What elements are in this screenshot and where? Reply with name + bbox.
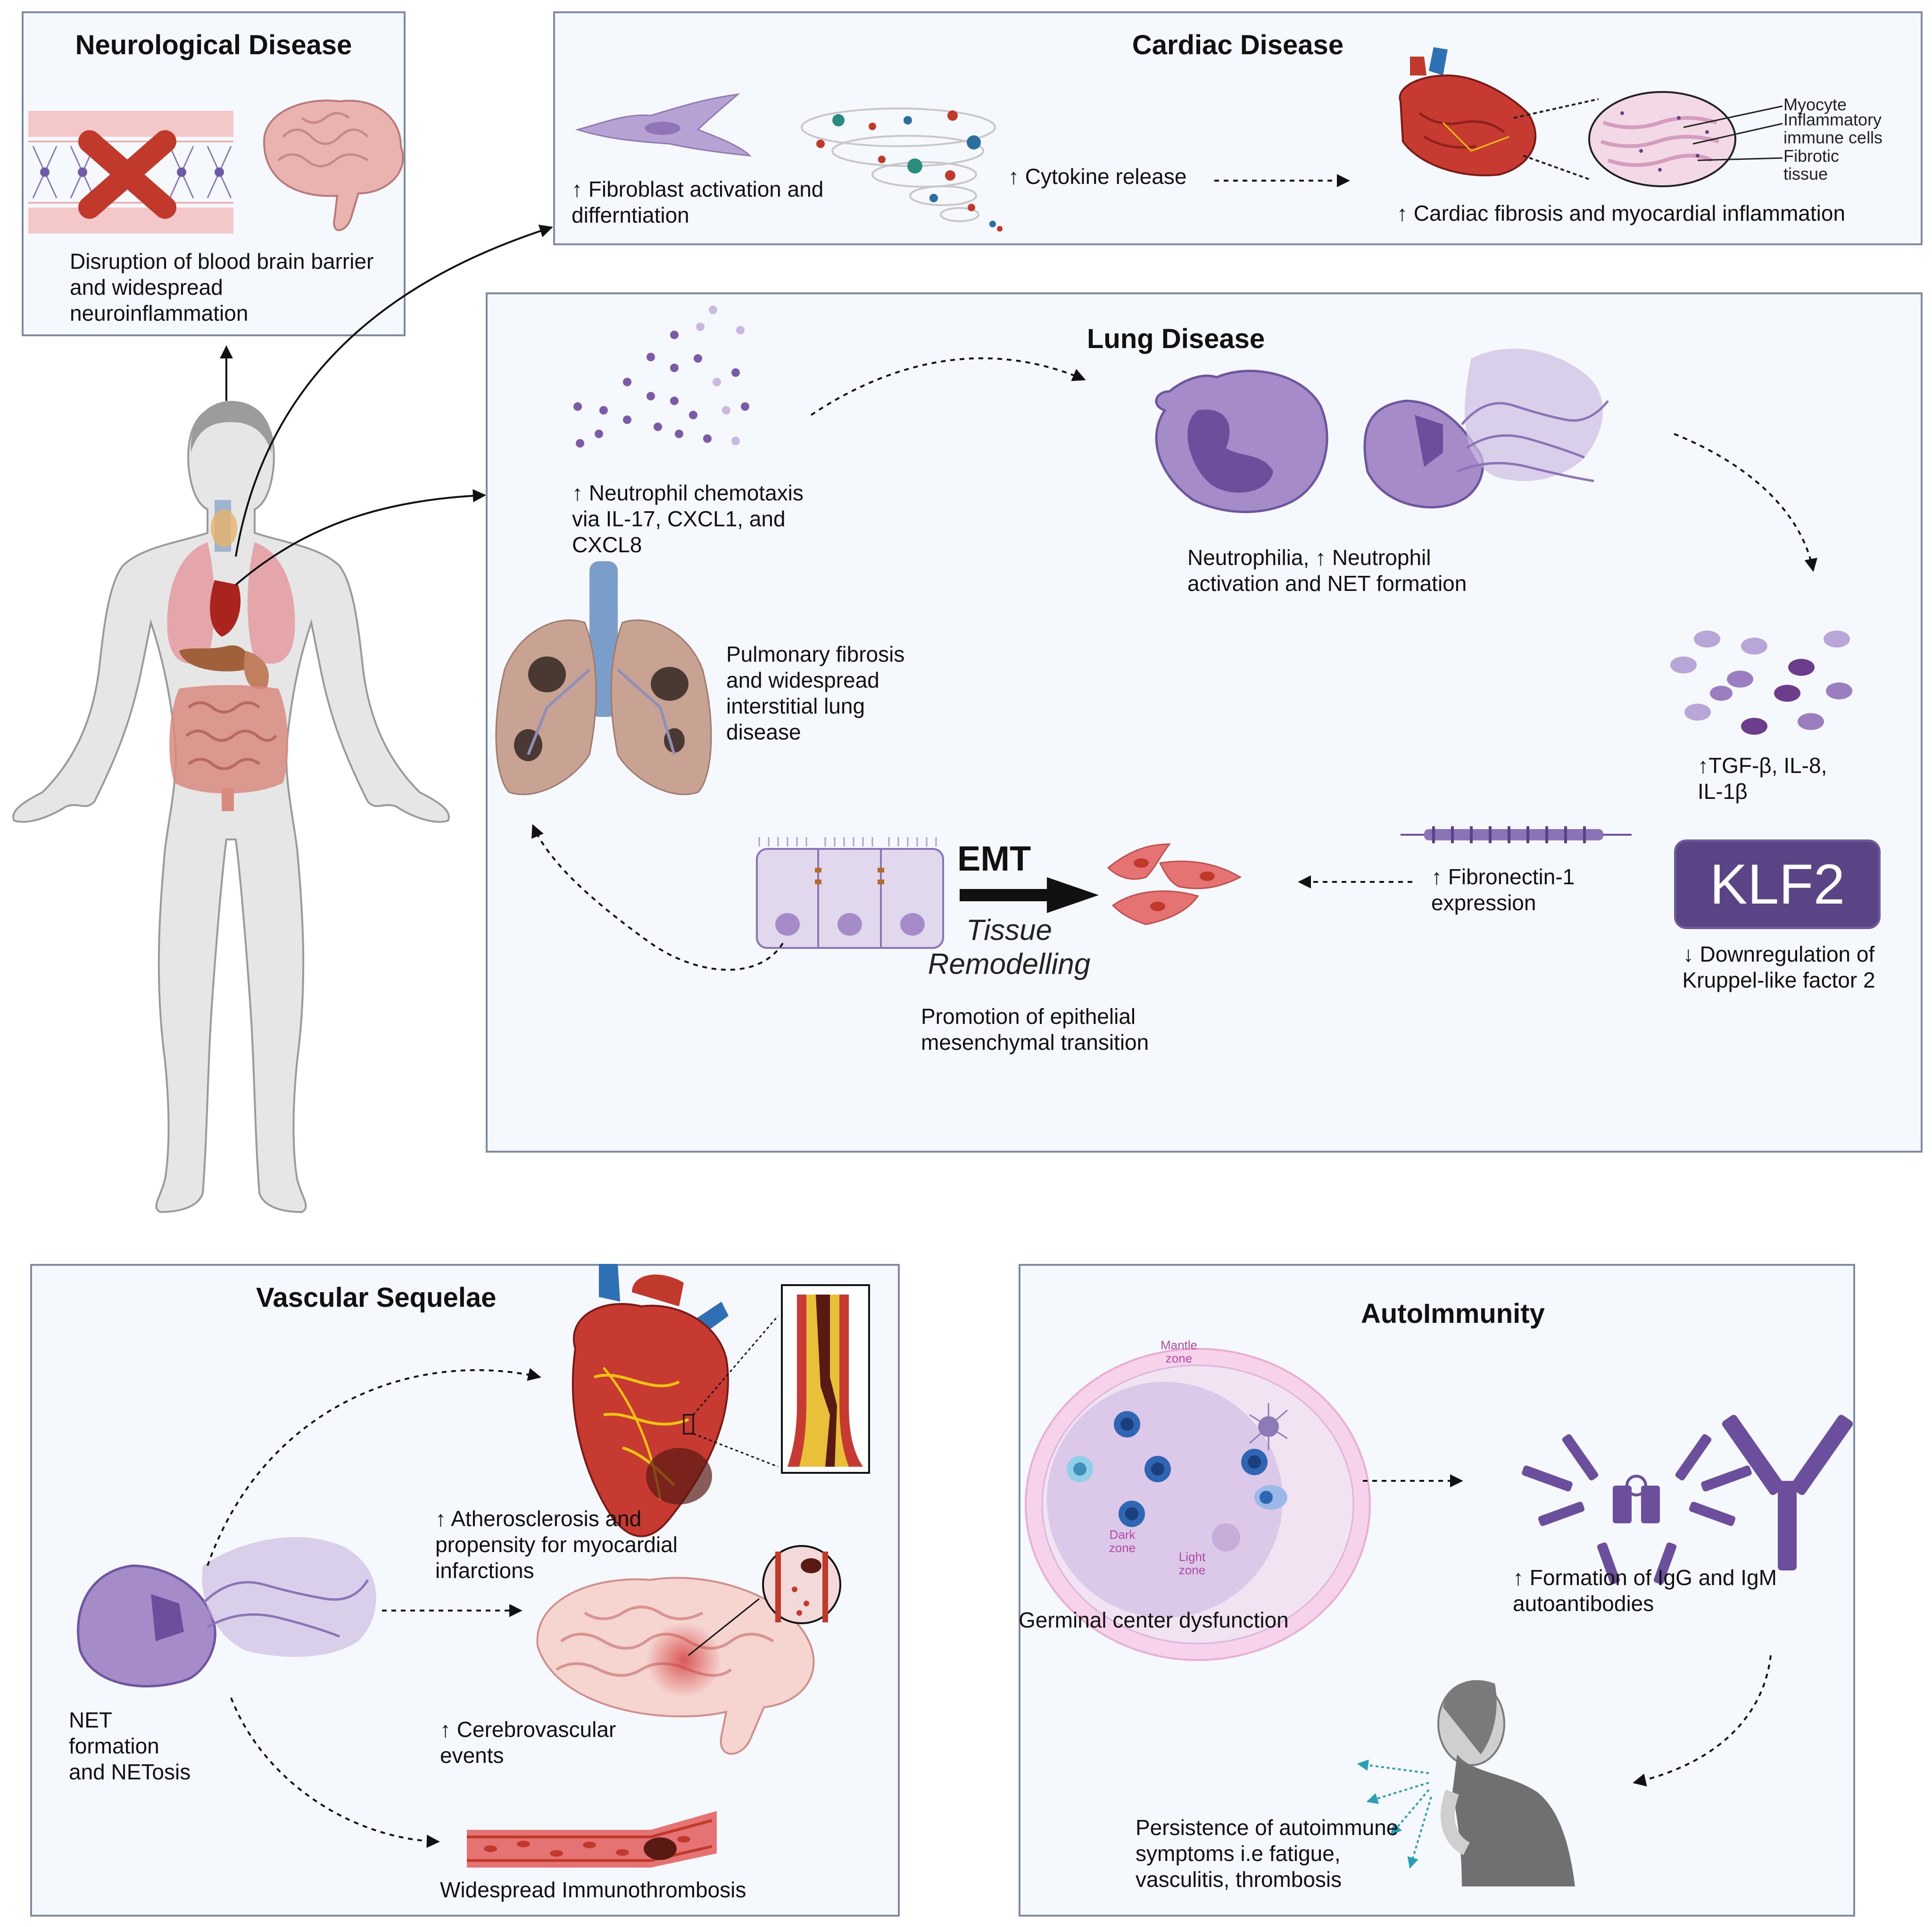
vascular-arrows [207,1368,541,1848]
klf2-box: KLF2 [1674,839,1881,929]
artery-plaque-inset [781,1284,870,1474]
chemokine-dots [573,306,749,448]
vascular-heart-icon [572,1264,779,1537]
cytokines-caption: ↑TGF-β, IL-8, IL-1β [1698,753,1827,804]
cardiac-heart-icon [1399,47,1537,176]
mantle-zone-label: Mantle zone [1160,1338,1198,1365]
fatigued-person-icon [1437,1680,1575,1886]
germinal-caption: Germinal center dysfunction [1019,1608,1289,1632]
emt-label: EMT [957,839,1031,878]
net-formation-icon-vascular [77,1537,376,1688]
fibroblast-caption: ↑ Fibroblast activation and differntiati… [572,177,824,227]
cardiac-title: Cardiac Disease [1132,30,1344,60]
chemotaxis-caption: ↑ Neutrophil chemotaxis via IL-17, CXCL1… [572,481,804,557]
germinal-center-icon [1025,1348,1371,1661]
cytokine-oval-cluster [1670,631,1852,735]
cardiac-fibrosis-caption: ↑ Cardiac fibrosis and myocardial inflam… [1397,201,1846,225]
immunothrombosis-caption: Widespread Immunothrombosis [440,1877,746,1902]
emt-arrow [960,877,1099,913]
brain-icon [263,100,404,232]
cytokine-storm-icon [801,108,1003,232]
blood-brain-barrier-illustration [28,111,233,233]
human-body-illustration [12,401,450,1213]
mesenchymal-cells-icon [1107,843,1242,925]
net-formation-icon [1363,349,1609,508]
epithelial-caption: Promotion of epithelial mesenchymal tran… [921,1004,1149,1055]
neutrophilia-caption: Neutrophilia, ↑ Neutrophil activation an… [1187,545,1467,596]
tissue-remodelling-label: Tissue Remodelling [928,914,1091,980]
atherosclerosis-caption: ↑ Atherosclerosis and propensity for myo… [435,1506,678,1583]
body-arrows [220,224,553,586]
cardiac-histology-inset [1513,91,1783,187]
persistence-caption: Persistence of autoimmune symptoms i.e f… [1136,1815,1399,1892]
vascular-title: Vascular Sequelae [256,1282,497,1313]
inflammatory-label: Inflammatory immune cells [1783,110,1883,147]
net-caption: NET formation and NETosis [69,1708,191,1784]
neurological-title: Neurological Disease [75,30,352,60]
antibodies-caption: ↑ Formation of IgG and IgM autoantibodie… [1513,1565,1777,1616]
lung-arrows [531,357,1817,971]
epithelial-cells-icon [756,837,944,949]
fibronectin-icon [1401,826,1632,843]
fibroblast-cell-icon [575,93,752,157]
igg-antibody-icon [1722,1414,1853,1570]
autoimmunity-arrows [1363,1474,1772,1787]
thrombosis-vessel-icon [467,1811,717,1868]
fibronectin-caption: ↑ Fibronectin-1 expression [1431,864,1575,915]
stroke-brain-icon [536,1545,841,1755]
autoimmunity-title: AutoImmunity [1361,1298,1545,1329]
fibrotic-label: Fibrotic tissue [1783,146,1840,183]
dark-zone-label: Dark zone [1109,1528,1136,1555]
cough-droplet-lines [1357,1759,1432,1869]
igm-antibody-icon [1522,1434,1752,1585]
lung-title: Lung Disease [1087,324,1265,354]
myocyte-label: Myocyte [1783,95,1847,114]
lung-organ-icon [495,561,712,795]
pulmonary-fibrosis-caption: Pulmonary fibrosis and widespread inters… [726,642,905,744]
cytokine-caption: ↑ Cytokine release [1008,164,1187,189]
light-zone-label: Light zone [1178,1550,1206,1577]
neurological-caption: Disruption of blood brain barrier and wi… [70,249,374,325]
neutrophil-cell-icon [1155,370,1328,513]
klf2-caption: ↓ Downregulation of Kruppel-like factor … [1682,942,1875,992]
cerebrovascular-caption: ↑ Cerebrovascular events [440,1717,616,1768]
